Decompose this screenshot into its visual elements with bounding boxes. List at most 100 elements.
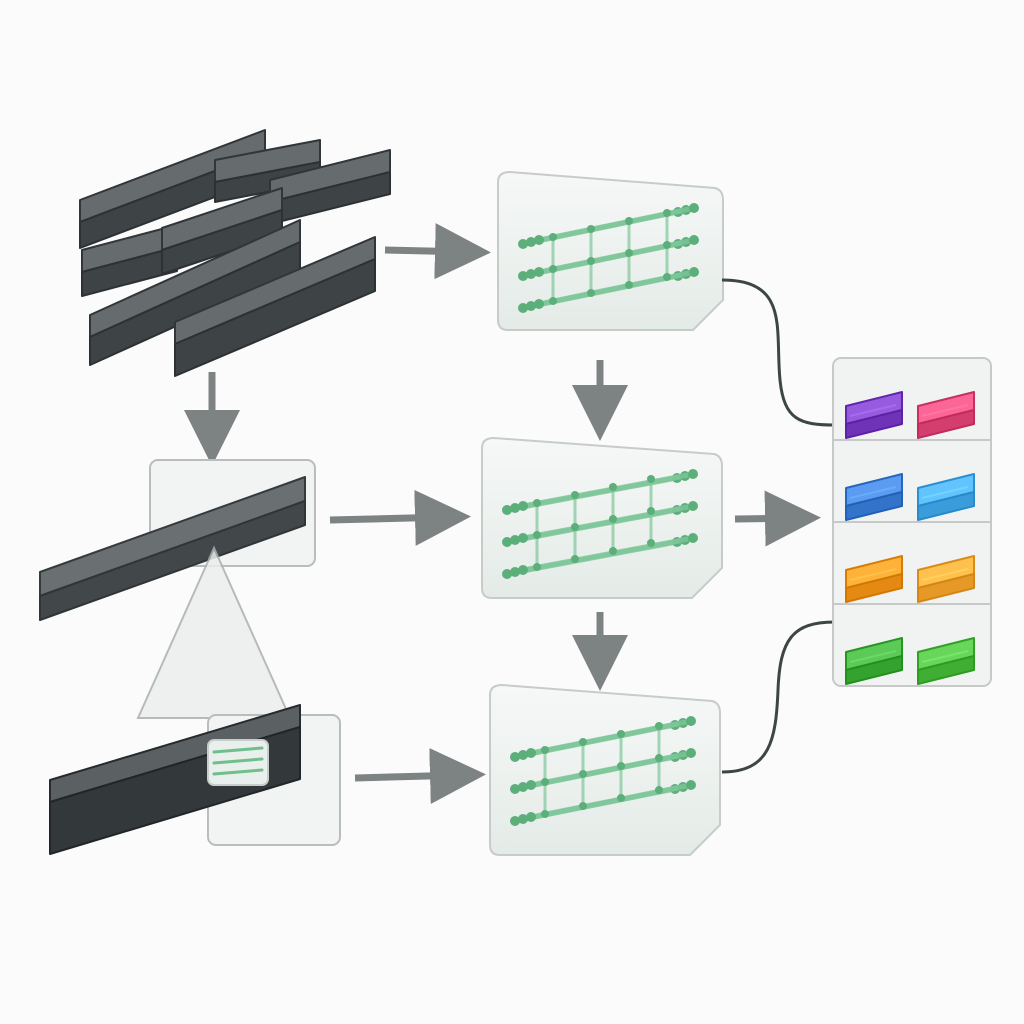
lattice-1 <box>518 203 699 313</box>
lattice-3 <box>510 716 696 826</box>
lattice-node <box>625 249 633 257</box>
lattice-node <box>534 267 544 277</box>
swatch-block-front <box>845 491 903 521</box>
zoom-slab <box>39 476 306 621</box>
swatch-block <box>845 391 903 439</box>
lattice-2 <box>502 469 698 579</box>
lattice-node <box>518 501 528 511</box>
lattice-panel-column <box>481 170 724 856</box>
source-block-2 <box>214 139 321 203</box>
lattice-node <box>526 269 536 279</box>
connector-lattice-1-to-palette <box>721 278 836 427</box>
lattice-node <box>688 501 698 511</box>
lattice-strut <box>528 750 694 788</box>
swatch-block <box>917 473 975 521</box>
swatch-block <box>845 555 903 603</box>
lattice-node <box>533 531 541 539</box>
lattice-node <box>502 537 512 547</box>
lattice-strut <box>520 535 696 573</box>
detail-slab <box>49 704 301 855</box>
palette-swatch-4 <box>917 473 975 521</box>
lattice-node <box>647 507 655 515</box>
swatch-highlight <box>849 650 897 663</box>
lattice-node <box>518 239 528 249</box>
palette-swatch-2 <box>917 391 975 439</box>
lattice-node <box>663 241 671 249</box>
lattice-node <box>510 567 520 577</box>
source-block-4-front <box>81 246 178 297</box>
lattice-node <box>549 297 557 305</box>
swatch-block <box>917 391 975 439</box>
lattice-node <box>571 555 579 563</box>
lattice-node <box>688 533 698 543</box>
lattice-strut <box>528 718 694 756</box>
swatch-block-front <box>917 655 975 685</box>
zoom-slab-body <box>39 476 306 621</box>
lattice-node <box>534 235 544 245</box>
lattice-node <box>587 289 595 297</box>
lattice-node <box>571 523 579 531</box>
swatch-highlight <box>849 568 897 581</box>
swatch-block-front <box>917 573 975 603</box>
palette-swatch-7 <box>845 637 903 685</box>
lattice-node <box>526 237 536 247</box>
lattice-node <box>655 786 663 794</box>
lattice-node <box>663 273 671 281</box>
zoom-slab-group <box>39 459 316 621</box>
swatch-block-front <box>845 573 903 603</box>
lattice-node <box>663 209 671 217</box>
lattice-node <box>533 563 541 571</box>
lattice-node <box>518 533 528 543</box>
palette-swatch-1 <box>845 391 903 439</box>
lattice-node <box>533 499 541 507</box>
lattice-node <box>587 225 595 233</box>
swatch-highlight <box>849 486 897 499</box>
lattice-node <box>609 515 617 523</box>
lattice-node <box>647 475 655 483</box>
lattice-node <box>625 217 633 225</box>
lattice-node <box>502 569 512 579</box>
swatch-block <box>845 473 903 521</box>
lattice-node <box>541 746 549 754</box>
swatch-block-front <box>845 409 903 439</box>
swatch-highlight <box>921 404 969 417</box>
lattice-node <box>526 780 536 790</box>
lattice-node <box>655 722 663 730</box>
palette-swatch-8 <box>917 637 975 685</box>
lattice-panel-2 <box>481 436 723 599</box>
lattice-node <box>518 814 528 824</box>
lattice-node <box>617 794 625 802</box>
lattice-node <box>688 469 698 479</box>
lattice-node <box>502 505 512 515</box>
lattice-node <box>689 235 699 245</box>
lattice-node <box>526 301 536 311</box>
lattice-node <box>579 770 587 778</box>
lattice-panel-1 <box>497 170 724 331</box>
swatch-block <box>917 555 975 603</box>
lattice-node <box>689 267 699 277</box>
lattice-node <box>617 762 625 770</box>
swatch-highlight <box>921 486 969 499</box>
lattice-node <box>510 535 520 545</box>
lattice-node <box>510 784 520 794</box>
detail-inset-strut <box>212 746 264 754</box>
swatch-block-front <box>917 409 975 439</box>
palette-swatch-6 <box>917 555 975 603</box>
lattice-node <box>518 271 528 281</box>
source-block-6 <box>89 219 301 366</box>
lattice-node <box>609 547 617 555</box>
arrow-detail-to-lattice-3 <box>354 747 486 804</box>
lattice-node <box>534 299 544 309</box>
lattice-node <box>686 748 696 758</box>
lattice-node <box>526 748 536 758</box>
lattice-node <box>647 539 655 547</box>
palette-swatch-5 <box>845 555 903 603</box>
lattice-node <box>686 716 696 726</box>
detail-inset-strut <box>212 768 264 776</box>
lattice-strut <box>520 503 696 541</box>
lattice-node <box>518 303 528 313</box>
lattice-node <box>655 754 663 762</box>
detail-inset-lattice <box>207 739 269 786</box>
